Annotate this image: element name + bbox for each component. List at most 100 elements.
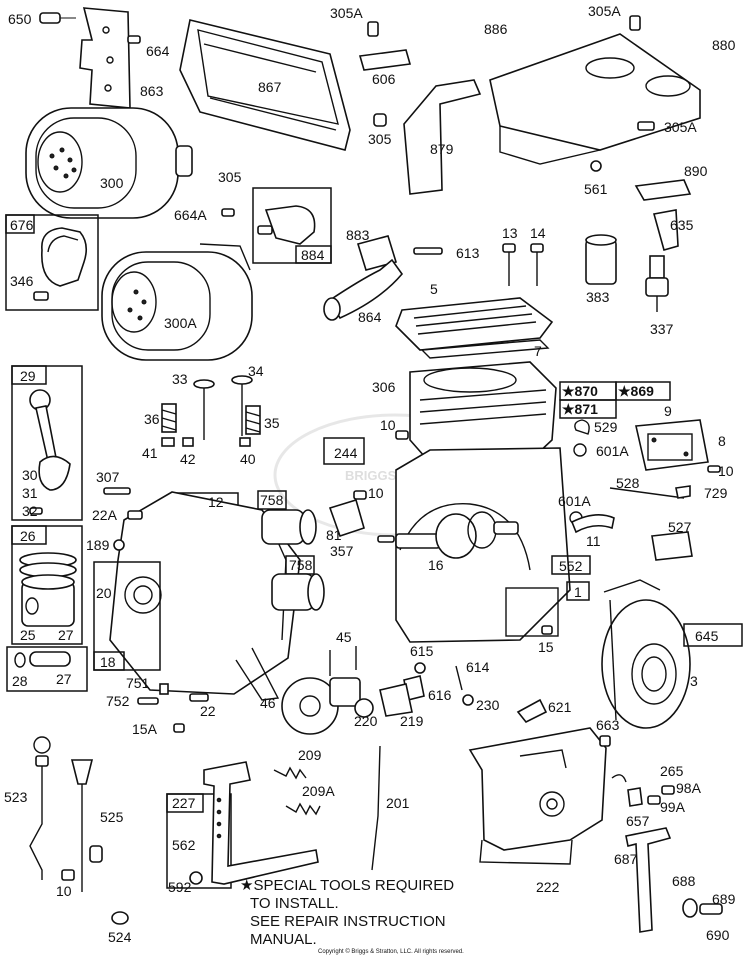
label-867: 867	[258, 79, 282, 95]
label-300: 300	[100, 175, 124, 191]
part-527-bracket	[651, 531, 693, 561]
label-527: 527	[668, 519, 692, 535]
part-758-gear-1	[261, 509, 317, 545]
label-306: 306	[372, 379, 396, 395]
part-871-tag	[559, 399, 617, 419]
label-230: 230	[476, 697, 500, 713]
part-22-screw	[189, 693, 209, 702]
part-209-spring	[273, 766, 307, 780]
part-751-pin	[159, 683, 169, 695]
part-300A-muffler	[101, 243, 253, 361]
part-209A-spring	[285, 802, 321, 816]
label-305A-1: 305A	[330, 5, 363, 21]
part-867-muffler-guard	[179, 19, 351, 151]
label-201: 201	[386, 795, 410, 811]
part-879-shield	[403, 79, 482, 195]
label-879: 879	[430, 141, 454, 157]
kit-26-box	[11, 525, 83, 645]
part-13-bolt	[502, 243, 516, 286]
part-244-tag	[323, 437, 365, 465]
label-300A: 300A	[164, 315, 197, 331]
part-10-screw-1	[395, 430, 409, 440]
label-758-1: 758	[260, 492, 284, 508]
kit-29-tag	[11, 365, 47, 385]
label-3: 3	[690, 673, 698, 689]
label-305-2: 305	[218, 169, 242, 185]
label-46: 46	[260, 695, 276, 711]
label-613: 613	[456, 245, 480, 261]
label-15: 15	[538, 639, 554, 655]
part-883-gasket	[356, 235, 398, 271]
label-8: 8	[718, 433, 726, 449]
part-524-seal	[111, 911, 129, 925]
part-29-connecting-rod	[29, 389, 71, 515]
part-15A-plug	[173, 723, 185, 733]
part-614-pin	[455, 665, 463, 691]
label-7: 7	[534, 343, 542, 359]
part-35-spring	[245, 405, 261, 435]
label-562: 562	[172, 837, 196, 853]
label-32: 32	[22, 503, 38, 519]
special-tools-note-line3: SEE REPAIR INSTRUCTION	[250, 913, 446, 930]
part-230-washer	[462, 694, 474, 706]
part-880-cover	[489, 33, 701, 165]
label-561: 561	[584, 181, 608, 197]
label-645: 645	[695, 628, 719, 644]
part-664-screw	[127, 35, 141, 44]
part-890-bracket	[634, 179, 692, 201]
label-227: 227	[172, 795, 196, 811]
label-31: 31	[22, 485, 38, 501]
label-25: 25	[20, 627, 36, 643]
part-22A-screw	[127, 510, 143, 520]
label-33: 33	[172, 371, 188, 387]
label-657: 657	[626, 813, 650, 829]
label-664: 664	[146, 43, 170, 59]
part-346-clamp	[33, 227, 88, 301]
part-869-tag	[615, 381, 671, 401]
label-10-3: 10	[718, 463, 734, 479]
part-752-screw	[137, 697, 159, 705]
part-657-clip	[627, 787, 643, 807]
part-383-wrench	[585, 234, 617, 285]
kit-884-box	[252, 187, 332, 264]
part-664A-screw	[221, 208, 235, 217]
kit-645-tag	[683, 623, 743, 647]
label-36: 36	[144, 411, 160, 427]
label-13: 13	[502, 225, 518, 241]
kit-227-tag	[166, 793, 204, 813]
part-687-bracket	[625, 827, 672, 933]
label-601A-2: 601A	[558, 493, 591, 509]
label-616: 616	[428, 687, 452, 703]
part-5-cylinder-head	[395, 297, 554, 351]
label-10-1: 10	[380, 417, 396, 433]
part-219-gear	[379, 683, 413, 717]
part-561-nut	[590, 160, 602, 172]
label-20: 20	[96, 585, 112, 601]
part-11-hose	[570, 514, 615, 534]
part-601A-clamp-1	[573, 443, 587, 457]
part-884-clamp	[257, 205, 316, 245]
part-40-retainer	[239, 437, 251, 447]
part-41-retainer	[161, 437, 175, 447]
label-305A-3: 305A	[664, 119, 697, 135]
label-690: 690	[706, 927, 730, 943]
part-25-piston	[21, 574, 75, 627]
label-890: 890	[684, 163, 708, 179]
kit-18-box	[93, 561, 161, 671]
label-635: 635	[670, 217, 694, 233]
kit-29-box	[11, 365, 83, 521]
label-523: 523	[4, 789, 28, 805]
part-305A-screw-3	[637, 121, 655, 131]
kit-26-tag	[11, 525, 47, 545]
label-346: 346	[10, 273, 34, 289]
part-34-valve	[231, 375, 253, 436]
part-227-control-bracket	[203, 761, 319, 885]
label-676: 676	[10, 217, 34, 233]
part-10-screw-3	[707, 465, 721, 473]
label-35: 35	[264, 415, 280, 431]
label-614: 614	[466, 659, 490, 675]
part-528-tube	[609, 487, 685, 499]
part-305A-screw-2	[629, 15, 641, 31]
part-613-screw	[413, 247, 443, 255]
label-606: 606	[372, 71, 396, 87]
